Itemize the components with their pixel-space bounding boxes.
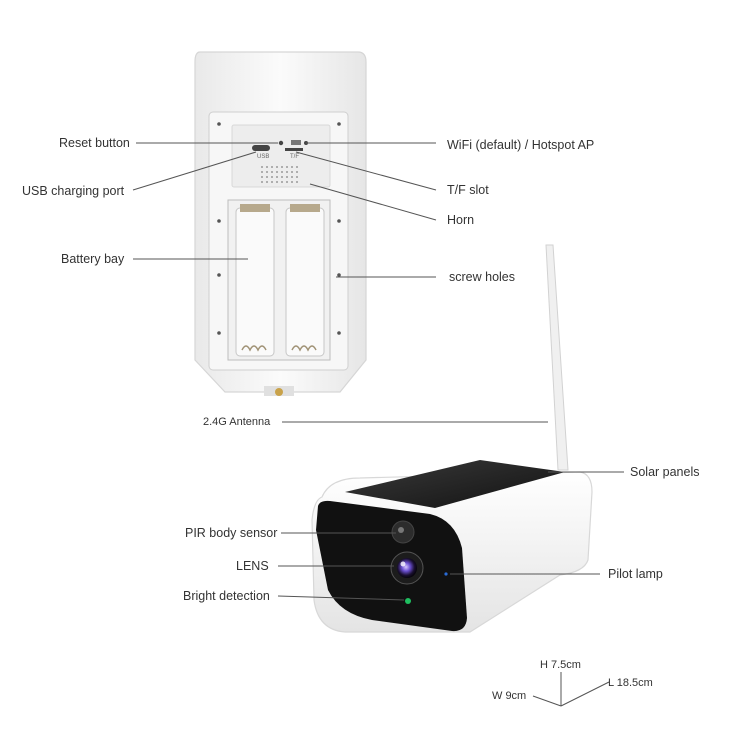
label-wifi-hotspot: WiFi (default) / Hotspot AP [447,138,595,152]
label-reset-button: Reset button [59,136,130,150]
dimension-width: W 9cm [492,690,527,702]
usb-mark: USB [257,154,270,160]
dimension-length: L 18.5cm [608,677,653,689]
antenna [545,244,569,471]
label-tf-slot: T/F slot [447,183,489,197]
speaker-grille-icon [261,166,298,183]
label-usb-charging-port: USB charging port [22,184,125,198]
label-horn: Horn [447,213,475,227]
screw-hole-icons [217,122,341,335]
tf-slot-icon [285,148,303,151]
battery-slot-right [285,207,325,357]
label-pilot-lamp: Pilot lamp [608,567,663,581]
bright-detection-led-icon [405,598,411,604]
usb-port-icon [252,145,270,151]
label-solar-panels: Solar panels [630,465,700,479]
battery-slot-left [235,207,275,357]
tripod-mount-icon [275,388,283,396]
label-pir-sensor: PIR body sensor [185,526,278,540]
label-screw-holes: screw holes [449,270,515,284]
label-lens: LENS [236,559,269,573]
device-rear-view [194,51,367,396]
tf-mark: T/F [290,154,299,160]
label-antenna: 2.4G Antenna [203,416,271,428]
reset-pinhole-icon [278,140,284,146]
pilot-lamp-icon [444,572,448,576]
label-battery-bay: Battery bay [61,252,125,266]
dimension-height: H 7.5cm [540,659,581,671]
solar-panel [345,460,565,508]
label-bright-detection: Bright detection [183,589,270,603]
wifi-switch-icon [291,140,301,145]
leader-lines [132,142,624,707]
